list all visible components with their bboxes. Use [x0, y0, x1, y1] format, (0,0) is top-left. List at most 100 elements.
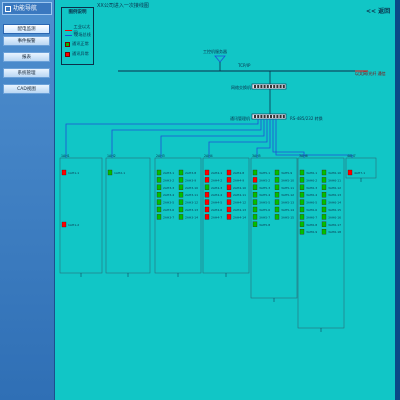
device-label: 3AH6-15 — [328, 208, 341, 212]
sidebar: 功能导航 配电监测 事件报警 报表 系统管理 CAD视图 — [0, 0, 55, 400]
device-status-indicator — [321, 177, 327, 183]
sidebar-item-system[interactable]: 系统管理 — [3, 68, 50, 78]
device-status-indicator — [252, 177, 258, 183]
device-status-indicator — [226, 184, 232, 190]
device-label: 2AH3-3 — [163, 186, 174, 190]
legend-title: 图例说明 — [68, 10, 87, 15]
cabinet-name: 2AH4 — [204, 154, 213, 158]
device-label: 3AH6-6 — [306, 208, 317, 212]
device-label: 3AH5-1 — [259, 171, 270, 175]
device-status-indicator — [252, 169, 258, 176]
device-label: 3AH5-12 — [281, 193, 294, 197]
switch-port — [263, 85, 266, 88]
sidebar-item-reports[interactable]: 报表 — [3, 52, 50, 62]
device-label: 3AH6-9 — [306, 230, 317, 234]
device-status-indicator — [299, 199, 305, 205]
device-status-indicator — [107, 169, 113, 176]
device-status-indicator — [299, 206, 305, 213]
device-label: 3AH6-14 — [328, 201, 341, 205]
cabinet-name: 3AH6 — [299, 154, 308, 158]
device-status-indicator — [156, 214, 162, 220]
device-status-indicator — [204, 214, 210, 220]
device-status-indicator — [274, 177, 280, 183]
back-button[interactable]: << 返回 — [366, 8, 391, 15]
legend-label: 通讯异常 — [72, 51, 89, 56]
device-label: 3AH6-5 — [306, 201, 317, 205]
sidebar-item-label: 报表 — [22, 55, 31, 60]
device-status-indicator — [204, 206, 210, 213]
device-status-indicator — [274, 192, 280, 198]
cabinet-name: 3AH5 — [252, 154, 261, 158]
device-status-indicator — [156, 184, 162, 190]
device-label: 2AH3-6 — [163, 208, 174, 212]
device-status-indicator — [321, 169, 327, 176]
sidebar-item-cad[interactable]: CAD视图 — [3, 84, 50, 94]
fieldbus-line — [208, 119, 268, 158]
device-label: 3AH6-18 — [328, 230, 341, 234]
grid-icon — [5, 5, 11, 12]
device-label: 3AH6-7 — [306, 215, 317, 219]
device-status-indicator — [178, 206, 184, 213]
device-label: 2AH4-9 — [233, 178, 244, 182]
fieldbus-line — [160, 119, 265, 158]
device-label: 3AH5-11 — [281, 186, 294, 190]
device-status-indicator — [299, 221, 305, 227]
fieldbus-line — [65, 119, 259, 158]
device-label: 3AH5-3 — [259, 186, 270, 190]
converter-port — [270, 115, 272, 118]
sidebar-item-events[interactable]: 事件报警 — [3, 36, 50, 46]
sidebar-item-monitor[interactable]: 配电监测 — [3, 24, 50, 34]
switch-icon — [251, 83, 287, 90]
device-status-indicator — [204, 177, 210, 183]
device-status-indicator — [156, 206, 162, 213]
device-status-indicator — [274, 169, 280, 176]
device-status-indicator — [178, 214, 184, 220]
device-label: 2AH4-5 — [211, 201, 222, 205]
device-status-indicator — [204, 192, 210, 198]
cabinet-name: 1AH1 — [61, 154, 70, 158]
device-status-indicator — [226, 177, 232, 183]
device-status-indicator — [178, 199, 184, 205]
device-status-indicator — [178, 184, 184, 190]
device-label: 3AH5-15 — [281, 215, 294, 219]
legend-red-dot — [65, 51, 70, 57]
device-label: 2AH3-5 — [163, 201, 174, 205]
cabinet-name: 4AH7 — [347, 154, 356, 158]
device-label: 2AH4-6 — [211, 208, 222, 212]
legend-item-fault: 通讯异常 — [65, 51, 89, 57]
device-label: 2AH3-1 — [163, 171, 174, 175]
device-label: 3AH5-8 — [259, 223, 270, 227]
device-status-indicator — [321, 192, 327, 198]
sidebar-item-label: CAD视图 — [17, 87, 36, 92]
device-label: 2AH3-4 — [163, 193, 174, 197]
device-label: 3AH5-10 — [281, 178, 294, 182]
device-status-indicator — [274, 214, 280, 220]
device-status-indicator — [274, 199, 280, 205]
device-status-indicator — [226, 214, 232, 220]
fieldbus-line — [275, 119, 353, 158]
device-status-indicator — [299, 229, 305, 235]
device-status-indicator — [252, 199, 258, 205]
device-status-indicator — [226, 169, 232, 176]
server-label: 工控机服务器 — [203, 49, 227, 54]
legend-item-fieldbus: 现场总线 — [65, 32, 91, 38]
sidebar-item-label: 事件报警 — [17, 39, 36, 44]
switch-port — [279, 85, 282, 88]
device-status-indicator — [321, 206, 327, 213]
device-status-indicator — [299, 169, 305, 176]
device-label: 2AH4-14 — [233, 215, 246, 219]
converter-port — [254, 115, 256, 118]
switch-port — [270, 85, 272, 88]
device-status-indicator — [61, 169, 67, 176]
device-label: 1AH1-1 — [68, 171, 79, 175]
device-status-indicator — [156, 192, 162, 198]
fieldbus-line — [272, 119, 305, 158]
device-status-indicator — [252, 206, 258, 213]
device-label: 3AH5-9 — [281, 171, 292, 175]
device-label: 3AH6-16 — [328, 215, 341, 219]
device-label: 2AH4-3 — [211, 186, 222, 190]
cabinet-name: 2AH3 — [156, 154, 165, 158]
cabinet-name: 1AH2 — [107, 154, 116, 158]
device-label: 3AH6-12 — [328, 186, 341, 190]
